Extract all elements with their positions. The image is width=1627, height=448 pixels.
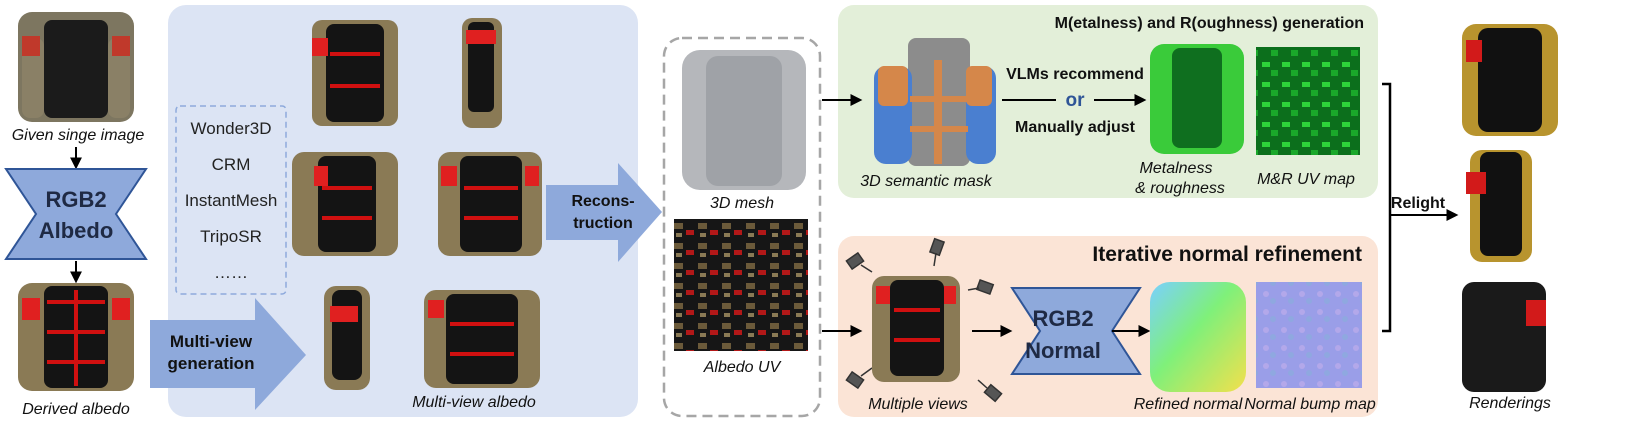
recon-output-box: [662, 36, 822, 418]
relight-label: Relight: [1391, 195, 1446, 212]
rendering-jacket-1: [1462, 24, 1558, 136]
svg-text:RGB2: RGB2: [1032, 306, 1093, 331]
caption-derived-albedo: Derived albedo: [22, 401, 130, 418]
rgb2albedo-block: RGB2 Albedo: [4, 168, 148, 260]
normal-bump-map-texture: [1256, 282, 1362, 388]
svg-text:Albedo: Albedo: [39, 218, 114, 243]
caption-multiple-views: Multiple views: [868, 396, 968, 413]
method-instantmesh: InstantMesh: [185, 191, 278, 210]
semantic-mask-image: [874, 38, 996, 166]
relight-bracket: [1382, 82, 1392, 333]
svg-text:Multi-view: Multi-view: [170, 332, 253, 351]
manual-label: Manually adjust: [1015, 119, 1136, 136]
refined-normal-image: [1150, 282, 1246, 392]
or-label: or: [1066, 90, 1086, 111]
method-crm: CRM: [212, 155, 251, 174]
caption-metalness-2: & roughness: [1135, 180, 1225, 197]
multiview-jacket-5: [324, 286, 370, 390]
caption-albedo-uv: Albedo UV: [703, 359, 782, 376]
input-jacket-image: [18, 12, 134, 122]
rendering-jacket-3: [1462, 282, 1546, 392]
multiview-arrow: Multi-view generation: [150, 298, 306, 410]
caption-normal-bump-map: Normal bump map: [1244, 396, 1376, 413]
svg-text:Normal: Normal: [1025, 338, 1101, 363]
metalness-jacket-image: [1150, 44, 1244, 154]
caption-renderings: Renderings: [1469, 395, 1551, 412]
multiple-views-jacket-image: [872, 276, 960, 382]
svg-text:truction: truction: [573, 215, 633, 232]
method-triposr: TripoSR: [200, 227, 262, 246]
multiview-jacket-2: [462, 18, 502, 128]
derived-albedo-image: [18, 283, 134, 391]
multiview-jacket-6: [424, 290, 540, 388]
method-wonder3d: Wonder3D: [191, 119, 272, 138]
reconstruction-arrow: Recons- truction: [546, 163, 662, 262]
caption-multiview-albedo: Multi-view albedo: [412, 394, 536, 411]
method-more: ……: [214, 263, 248, 282]
camera-icon: [977, 379, 1003, 403]
svg-text:Recons-: Recons-: [571, 193, 634, 210]
caption-mr-uv-map: M&R UV map: [1257, 171, 1355, 188]
camera-icon: [845, 251, 873, 273]
camera-icon: [967, 278, 995, 296]
multiview-jacket-4: [438, 152, 542, 256]
normal-panel-title: Iterative normal refinement: [1092, 243, 1362, 266]
mr-panel-title: M(etalness) and R(oughness) generation: [1055, 15, 1364, 32]
svg-text:RGB2: RGB2: [45, 187, 106, 212]
caption-given-image: Given singe image: [12, 127, 145, 144]
multiview-jacket-1: [312, 20, 398, 126]
camera-icons: [845, 237, 1003, 403]
svg-text:generation: generation: [168, 354, 255, 373]
caption-semantic-mask: 3D semantic mask: [860, 173, 993, 190]
caption-metalness-1: Metalness: [1140, 160, 1213, 177]
caption-refined-normal: Refined normal: [1134, 396, 1243, 413]
camera-icon: [845, 367, 873, 390]
multiview-jacket-3: [292, 152, 398, 256]
gray-3d-mesh-image: [682, 50, 806, 190]
caption-3d-mesh: 3D mesh: [710, 195, 774, 212]
mr-uv-map-texture: [1256, 47, 1360, 155]
methods-box: [175, 105, 287, 295]
rgb2normal-block: RGB2 Normal: [1010, 287, 1142, 375]
camera-icon: [928, 237, 946, 267]
method-list: Wonder3D CRM InstantMesh TripoSR ……: [185, 119, 278, 282]
vlm-label: VLMs recommend: [1006, 66, 1144, 83]
rendering-jacket-2: [1466, 150, 1532, 262]
albedo-uv-texture: [674, 219, 808, 351]
